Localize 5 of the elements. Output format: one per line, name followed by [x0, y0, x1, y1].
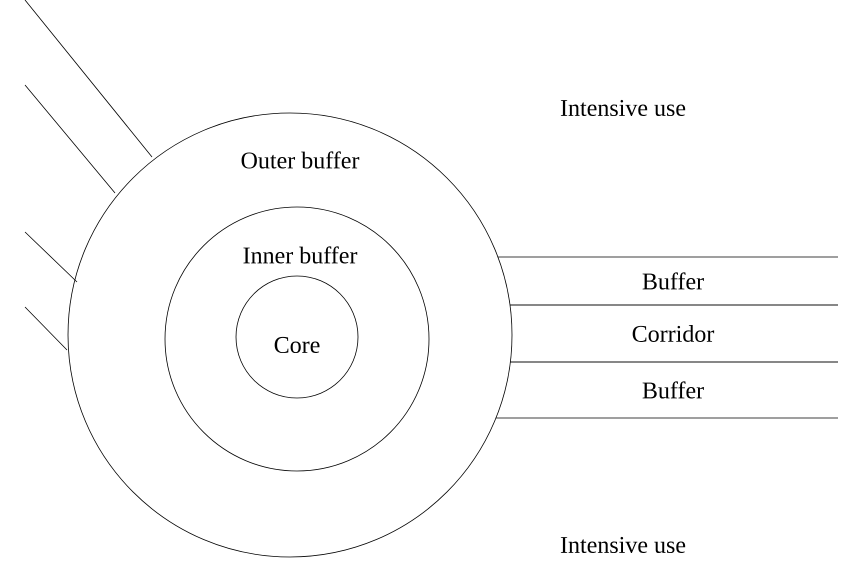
zone-label: Intensive use — [560, 100, 686, 116]
corridor-band: Corridor — [510, 304, 838, 362]
zone-label: Intensive use — [560, 536, 686, 554]
corridor-band: Buffer — [497, 256, 838, 306]
corridor-band: Buffer — [496, 362, 838, 418]
